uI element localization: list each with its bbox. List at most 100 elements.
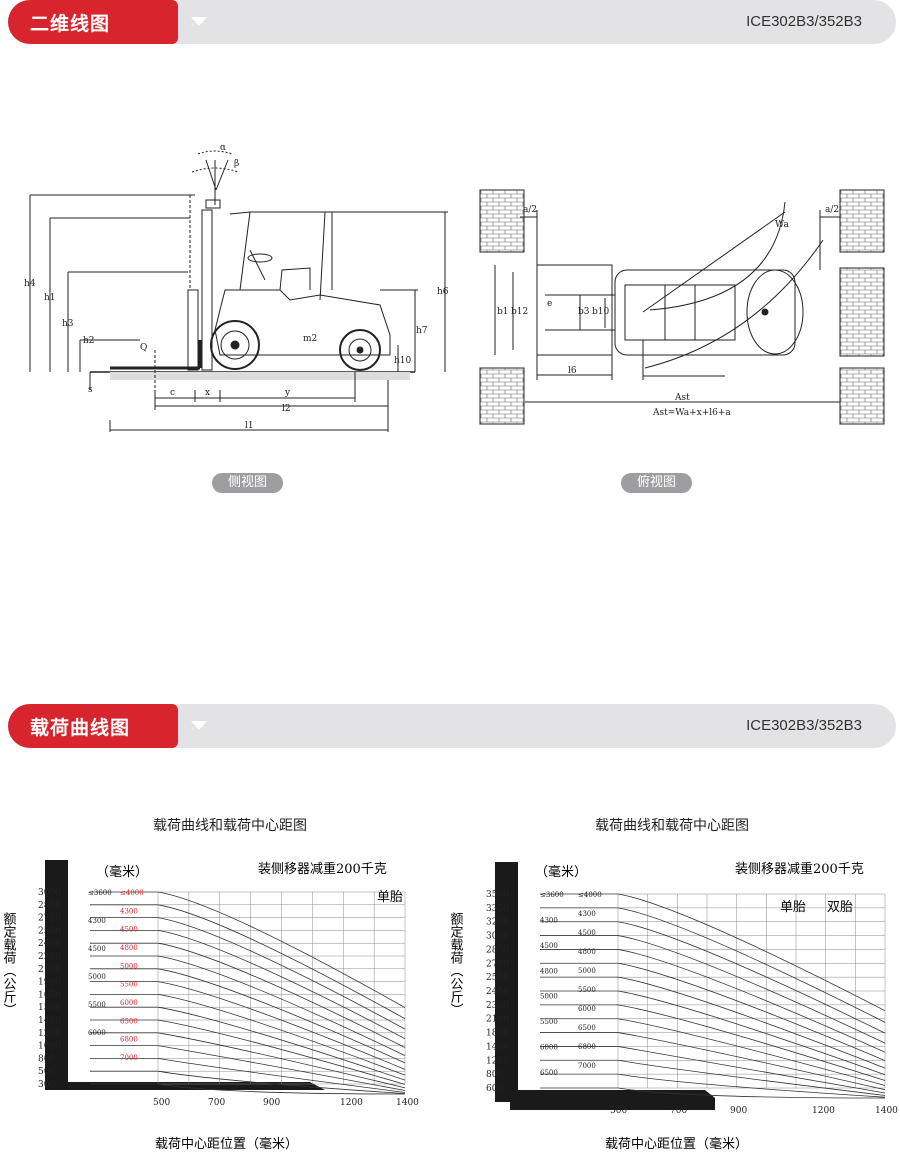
mast-height-tag-alt: 4500 — [578, 929, 596, 937]
x-tick-label: 500 — [153, 1098, 170, 1108]
mast-height-tag: 6000 — [88, 1029, 106, 1037]
label-a2-right: a/2 — [825, 205, 839, 215]
note-label: 装侧移器减重200千克 — [735, 861, 864, 877]
label-h2: h2 — [83, 336, 95, 346]
x-tick-label: 900 — [263, 1098, 280, 1108]
label-ast: Ast — [674, 393, 690, 403]
y-tick-label: 2450 — [486, 987, 509, 997]
section-title: 二维线图 — [30, 13, 111, 35]
y-tick-label: 2250 — [38, 952, 61, 962]
x-tick-label: 700 — [670, 1106, 687, 1116]
x-tick-label: 1400 — [875, 1106, 898, 1116]
mast-height-tag: 4500 — [540, 942, 558, 950]
x-axis-label: 载荷中心距位置（毫米） — [605, 1136, 748, 1152]
load-curve — [540, 1004, 886, 1081]
label-h1: h1 — [44, 293, 56, 303]
load-curve — [540, 990, 886, 1076]
label-alpha: α — [220, 143, 226, 153]
model-label: ICE302B3/352B3 — [746, 13, 862, 30]
chevron-down-icon[interactable] — [191, 17, 207, 26]
y-tick-label: 2550 — [38, 926, 61, 936]
label-h6: h6 — [437, 287, 449, 297]
load-curve — [90, 1019, 406, 1085]
load-curve — [90, 955, 406, 1056]
tire-double-label: 双胎 — [827, 900, 853, 915]
mast-height-tag-alt: 6500 — [578, 1024, 596, 1032]
load-curve — [90, 904, 406, 1020]
label-h10: h10 — [394, 356, 412, 366]
x-tick-label: 1200 — [812, 1106, 835, 1116]
load-curve — [540, 1059, 886, 1096]
mast-height-tag-alt: 4800 — [120, 944, 138, 952]
label-m2: m2 — [303, 334, 317, 344]
mast-height-tag-alt: 6800 — [120, 1036, 138, 1044]
load-curve — [90, 917, 406, 1030]
mast-height-tag-alt: 5500 — [578, 986, 596, 994]
load-curve — [540, 1046, 886, 1094]
load-curve — [540, 893, 886, 1012]
mast-height-tag: 5500 — [88, 1001, 106, 1009]
load-curve — [540, 949, 886, 1053]
tire-single-label: 单胎 — [780, 900, 806, 915]
label-b1: b1 — [497, 307, 509, 317]
mast-height-tag-alt: 7000 — [578, 1062, 596, 1070]
label-e: e — [547, 299, 552, 309]
load-curve — [540, 1018, 886, 1086]
mast-height-tag-alt: 6000 — [120, 999, 138, 1007]
load-curve — [90, 1070, 406, 1095]
y-tick-label: 3000 — [38, 888, 61, 898]
label-h4: h4 — [24, 279, 36, 289]
label-b3: b3 — [578, 307, 590, 317]
y-tick-label: 3500 — [486, 890, 509, 900]
load-curve — [540, 1087, 886, 1099]
mast-height-tag: ≤3600 — [88, 889, 112, 897]
unit-label: （毫米） — [535, 864, 587, 880]
load-curve — [90, 1058, 406, 1093]
mast-height-tag-alt: 4800 — [578, 948, 596, 956]
note-label: 装侧移器减重200千克 — [258, 861, 387, 877]
label-x: x — [205, 388, 210, 398]
right-load-chart: （毫米） 装侧移器减重200千克 单胎 双胎 额定载荷（公斤） 载荷中心距位置（… — [448, 861, 899, 1152]
x-tick-label: 1400 — [396, 1098, 419, 1108]
chevron-down-icon[interactable] — [191, 721, 207, 730]
mast-height-tag-alt: 7000 — [120, 1054, 138, 1062]
y-tick-label: 1400 — [38, 1016, 61, 1026]
mast-height-tag-alt: 6800 — [578, 1043, 596, 1051]
mast-height-tag: 6500 — [540, 1069, 558, 1077]
label-s: s — [88, 385, 93, 395]
label-a2-left: a/2 — [523, 205, 537, 215]
y-tick-label: 3000 — [486, 932, 509, 942]
load-curve — [90, 981, 406, 1070]
unit-label: （毫米） — [96, 864, 148, 880]
label-l1: l1 — [245, 421, 254, 431]
label-l6: l6 — [568, 366, 577, 376]
load-curve — [540, 976, 886, 1069]
y-tick-label: 1650 — [38, 990, 61, 1000]
y-tick-label: 1500 — [38, 1003, 61, 1013]
load-curve — [90, 930, 406, 1040]
y-tick-label: 2850 — [486, 945, 509, 955]
load-curve — [90, 1006, 406, 1081]
section-header-load: 载荷曲线图 ICE302B3/352B3 — [8, 704, 896, 748]
y-tick-label: 2300 — [486, 1001, 509, 1011]
y-axis-label: 额定载荷（公斤） — [1, 912, 17, 1016]
left-chart-title: 载荷曲线和载荷中心距图 — [153, 818, 307, 834]
load-curve — [90, 942, 406, 1048]
load-curve — [540, 907, 886, 1023]
mast-height-tag: 5000 — [88, 973, 106, 981]
mast-height-tag-alt: 4300 — [578, 910, 596, 918]
label-h7: h7 — [416, 326, 428, 336]
y-axis-label: 额定载荷（公斤） — [448, 912, 464, 1016]
y-tick-label: 1200 — [486, 1056, 509, 1066]
section-tab[interactable] — [8, 0, 178, 44]
mast-height-tag: 4300 — [88, 917, 106, 925]
section-tab[interactable] — [8, 704, 178, 748]
mast-height-tag-alt: ≤4000 — [578, 891, 602, 899]
y-tick-label: 2700 — [38, 914, 61, 924]
top-view-tag: 俯视图 — [621, 473, 693, 493]
mast-height-tag: 6000 — [540, 1044, 558, 1052]
label-b10: b10 — [592, 307, 609, 317]
load-curve — [540, 962, 886, 1061]
y-tick-label: 800 — [38, 1054, 55, 1064]
load-curve — [540, 921, 886, 1034]
